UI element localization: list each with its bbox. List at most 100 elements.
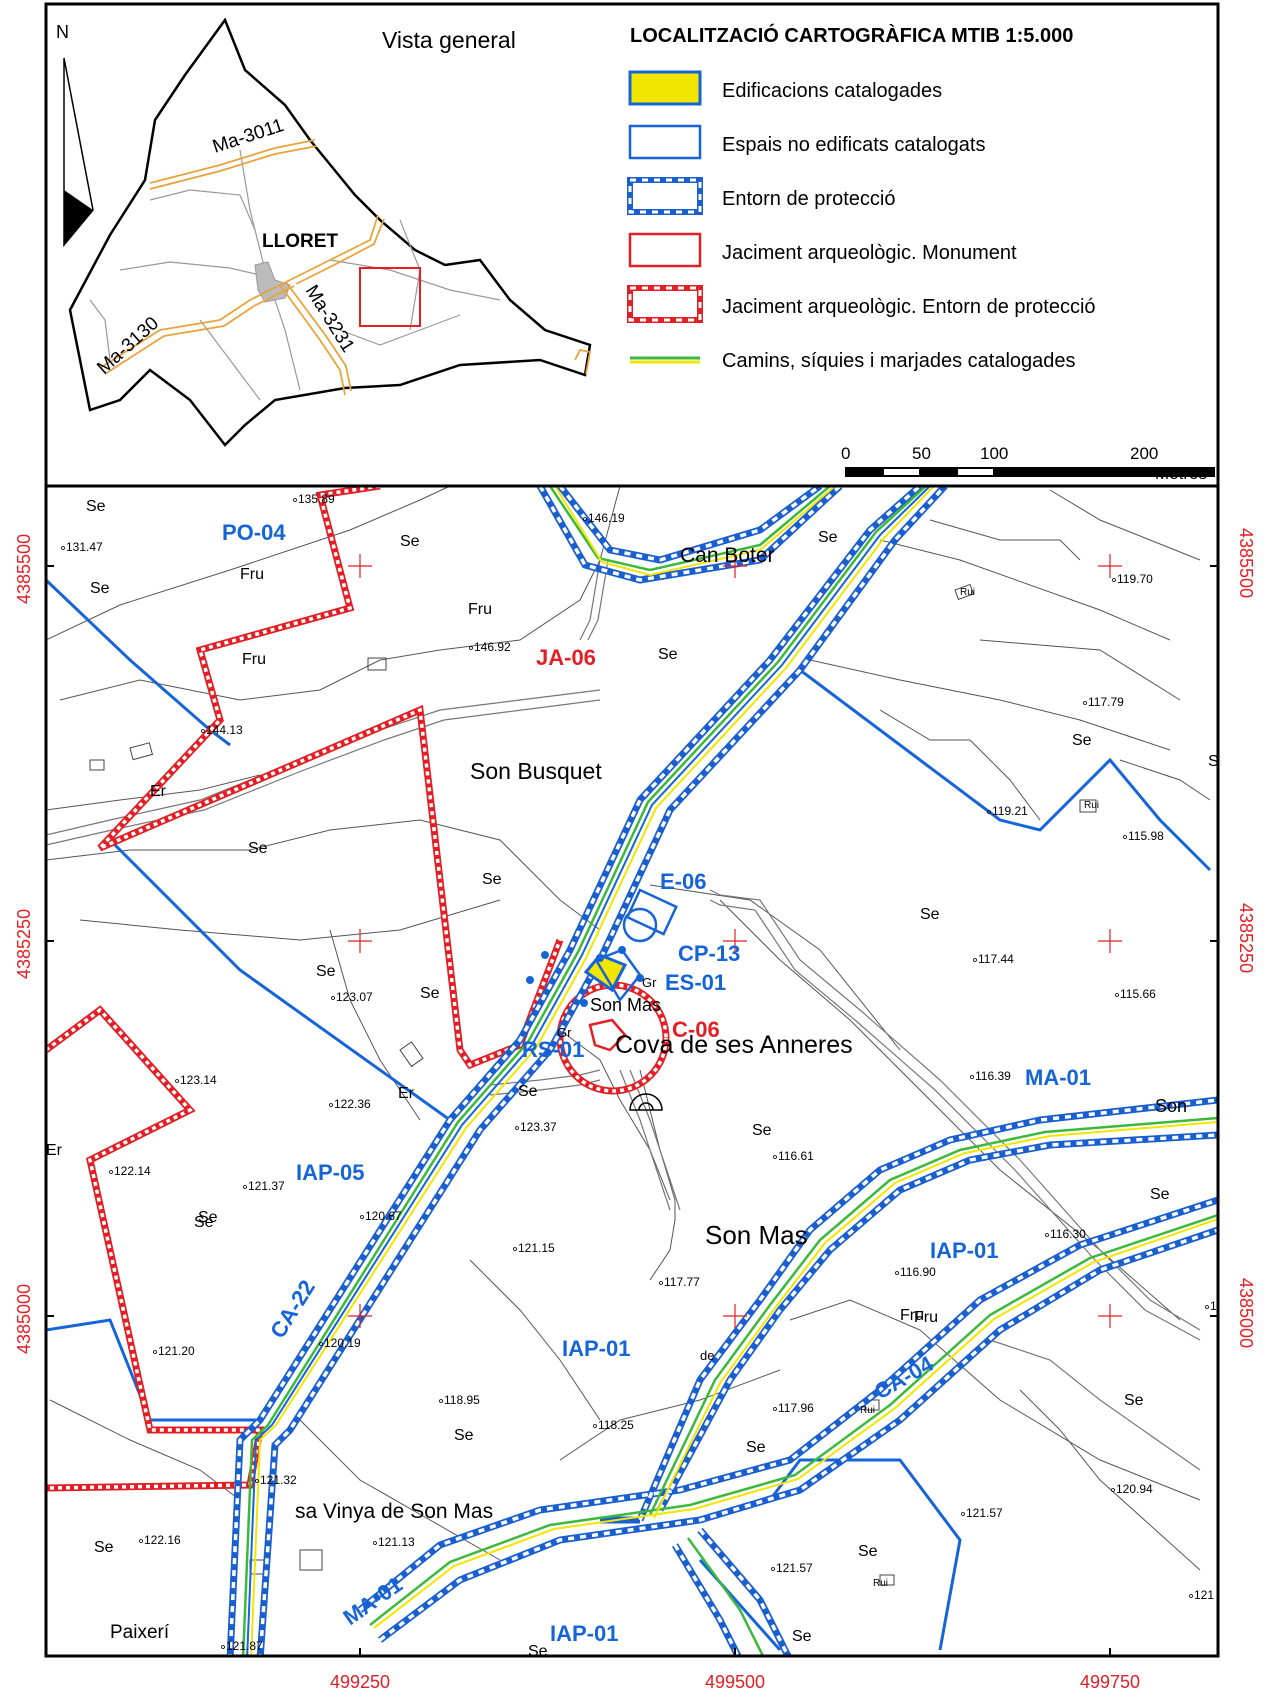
catalogue-code: PO-04 [222,520,286,545]
place-name: Son Mas [705,1220,808,1250]
land-use-label: Se [792,1628,812,1645]
coord-x-bottom: 499750 [1080,1672,1140,1692]
archaeology-code: C-06 [672,1017,720,1042]
elevation-label: 117.44 [978,952,1014,966]
elevation-dot [319,1342,323,1346]
land-use-label: Se [528,1643,548,1660]
elevation-label: 135.89 [298,492,335,506]
elevation-points: 135.89131.47146.19119.70146.92117.79144.… [61,492,1239,1653]
elevation-dot [243,1185,247,1189]
legend-label: Edificacions catalogades [722,80,942,102]
archaeology-code: JA-06 [536,645,596,670]
land-use-label: Se [86,498,106,515]
land-use-label: Fru [914,1309,938,1326]
elevation-label: 117.96 [778,1401,814,1415]
land-use-label: de [700,1348,714,1363]
land-use-label: Se [454,1427,474,1444]
elevation-label: 116.90 [900,1265,936,1279]
land-use-label: Se [920,906,940,923]
municipality-outline [68,17,592,447]
legend-item-yellow-fill: Edificacions catalogades [628,70,942,106]
land-use-label: Se [482,871,502,888]
elevation-dot [771,1567,775,1571]
elevation-dot [1112,578,1116,582]
elevation-label: 121.13 [378,1535,415,1549]
catalogue-code: E-06 [660,869,706,894]
land-use-label: Se [518,1083,538,1100]
catalogue-code: RS-01 [522,1037,584,1062]
land-use-label: Se [420,985,440,1002]
place-name: sa Vinya de Son Mas [295,1500,493,1523]
elevation-label: 121 [1194,1588,1214,1602]
elevation-label: 121.15 [518,1241,555,1255]
legend: LOCALITZACIÓ CARTOGRÀFICA MTIB 1:5.000 E… [627,23,1096,372]
elevation-dot [373,1541,377,1545]
land-use-label: Se [90,580,110,597]
catalogued-points [526,946,644,1007]
north-arrow-icon: N [56,22,94,248]
legend-swatch-blue-dashed [627,177,703,215]
elevation-dot [1083,701,1087,705]
legend-swatch-green-yellow-line [630,356,700,364]
elevation-dot [961,1512,965,1516]
elevation-dot [1115,993,1119,997]
catalogue-code: ES-01 [665,970,726,995]
land-use-label: Er [46,1142,63,1159]
scale-tick-200: 200 [1130,444,1158,463]
coord-y-left: 4385250 [14,909,34,979]
land-use-label: S [1208,753,1219,770]
legend-label: Camins, síquies i marjades catalogades [722,350,1076,372]
elevation-label: 116.61 [778,1149,814,1163]
elevation-label: 146.19 [588,511,625,525]
land-use-label: Fru [242,651,266,668]
land-use-label: Se [858,1543,878,1560]
place-name: Son [1155,1096,1187,1116]
coord-x-bottom: 499250 [330,1672,390,1692]
land-use-label: Er [398,1085,415,1102]
catalogue-code: IAP-01 [562,1336,630,1361]
scale-tick-100: 100 [980,444,1008,463]
elevation-label: 116.39 [975,1069,1011,1083]
elevation-dot [1045,1233,1049,1237]
land-use-label: Er [150,783,167,800]
elevation-dot [1123,835,1127,839]
elevation-label: 123.37 [520,1120,557,1134]
land-use-label: Se [746,1439,766,1456]
land-use-label: Fru [240,566,264,583]
land-use-label: Se [400,533,420,550]
elevation-dot [515,1126,519,1130]
legend-label: Jaciment arqueològic. Monument [722,242,1017,264]
overview-panel: N [44,2,1220,488]
elevation-label: 119.21 [992,804,1028,818]
place-name: Can Boter [680,544,775,567]
elevation-dot [970,1075,974,1079]
elevation-label: 121.20 [158,1344,195,1358]
land-use-label: Fru [468,601,492,618]
elevation-label: 117.77 [664,1275,700,1289]
catalogue-code: IAP-01 [930,1238,998,1263]
north-label: N [56,22,69,42]
elevation-dot [583,517,587,521]
elevation-dot [175,1079,179,1083]
grid-crosses [348,554,1122,1328]
elevation-label: 117.79 [1088,695,1124,709]
catalogued-paths [241,486,1218,1656]
land-use-label: Se [1150,1186,1170,1203]
place-name: Paixerí [110,1622,170,1643]
coord-y-right: 4385000 [1236,1278,1256,1348]
monument-outline [588,1018,627,1052]
legend-item-blue-outline: Espais no edificats catalogats [628,124,986,160]
elevation-dot [331,996,335,1000]
elevation-dot [255,1479,259,1483]
elevation-dot [513,1247,517,1251]
legend-swatch-yellow-fill [628,70,702,106]
elevation-dot [987,810,991,814]
elevation-label: 144.13 [206,723,243,737]
elevation-dot [659,1281,663,1285]
elevation-label: 121.37 [248,1179,285,1193]
elevation-label: 116.30 [1050,1227,1086,1241]
elevation-label: 116.6 [1210,1299,1239,1313]
elevation-label: 120.67 [365,1209,402,1223]
elevation-dot [109,1170,113,1174]
